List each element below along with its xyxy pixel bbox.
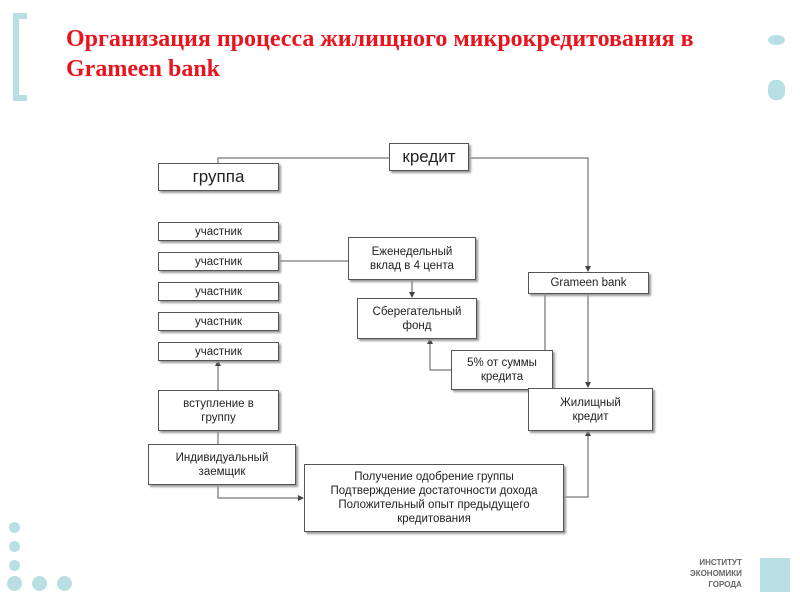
decor-dot — [9, 560, 20, 571]
decor-dot — [32, 576, 47, 591]
decor-dot — [9, 522, 20, 533]
node-housing-credit: Жилищный кредит — [528, 388, 653, 431]
node-individual-borrower: Индивидуальный заемщик — [148, 444, 296, 485]
node-member: участник — [158, 252, 279, 271]
node-group: группа — [158, 163, 279, 191]
page-title: Организация процесса жилищного микрокред… — [66, 26, 694, 82]
node-join-group: вступление в группу — [158, 390, 279, 431]
node-grameen-bank: Grameen bank — [528, 272, 649, 294]
node-member: участник — [158, 282, 279, 301]
logo-line: ГОРОДА — [708, 580, 742, 589]
decor-bracket — [13, 13, 27, 101]
decor-dot — [768, 80, 785, 100]
logo-icon — [760, 558, 790, 592]
node-weekly-deposit: Еженедельный вклад в 4 цента — [348, 237, 476, 280]
node-approval: Получение одобрение группы Подтверждение… — [304, 464, 564, 532]
node-member: участник — [158, 342, 279, 361]
node-member: участник — [158, 312, 279, 331]
decor-dot — [768, 35, 785, 45]
node-savings-fund: Сберегательный фонд — [357, 298, 477, 339]
decor-dot — [57, 576, 72, 591]
node-percent: 5% от суммы кредита — [451, 350, 553, 390]
decor-dot — [7, 576, 22, 591]
logo-text: ИНСТИТУТ ЭКОНОМИКИ ГОРОДА — [690, 557, 742, 590]
node-credit: кредит — [389, 143, 469, 171]
logo-line: ИНСТИТУТ — [699, 558, 742, 567]
logo-line: ЭКОНОМИКИ — [690, 569, 742, 578]
decor-dot — [9, 541, 20, 552]
node-member: участник — [158, 222, 279, 241]
